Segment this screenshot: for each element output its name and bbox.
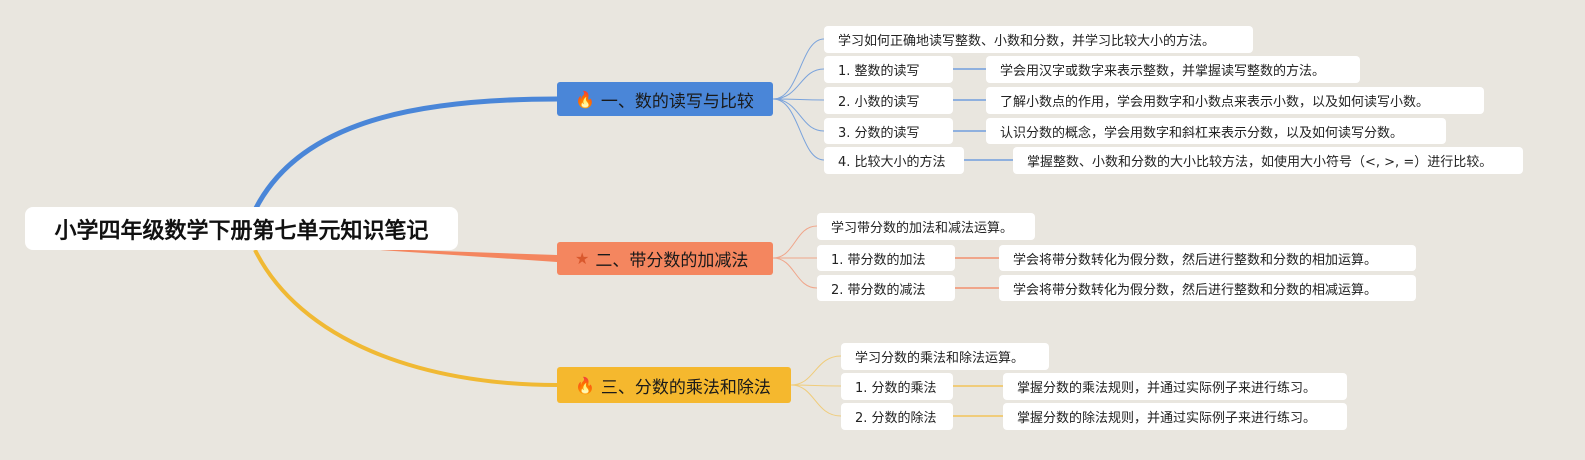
branch-3-item-1-desc[interactable]: 掌握分数的乘法规则，并通过实际例子来进行练习。	[1003, 373, 1347, 400]
fire-icon: 🔥	[575, 89, 595, 109]
branch-3-item-2[interactable]: 2. 分数的除法	[841, 403, 953, 430]
branch-3-item-2-desc[interactable]: 掌握分数的除法规则，并通过实际例子来进行练习。	[1003, 403, 1347, 430]
branch-2-item-1[interactable]: 1. 带分数的加法	[817, 245, 955, 271]
branch-2-item-2-desc[interactable]: 学会将带分数转化为假分数，然后进行整数和分数的相减运算。	[999, 275, 1416, 301]
root-topic[interactable]: 小学四年级数学下册第七单元知识笔记	[25, 207, 458, 250]
branch-1-topic[interactable]: 🔥 一、数的读写与比较	[557, 82, 773, 116]
branch-3-item-1[interactable]: 1. 分数的乘法	[841, 373, 953, 400]
branch-1-summary[interactable]: 学习如何正确地读写整数、小数和分数，并学习比较大小的方法。	[824, 26, 1253, 53]
branch-2-item-1-desc[interactable]: 学会将带分数转化为假分数，然后进行整数和分数的相加运算。	[999, 245, 1416, 271]
branch-title: 二、带分数的加减法	[595, 251, 749, 271]
branch-2-summary[interactable]: 学习带分数的加法和减法运算。	[817, 213, 1035, 240]
branch-1-item-2-desc[interactable]: 了解小数点的作用，学会用数字和小数点来表示小数，以及如何读写小数。	[986, 87, 1484, 114]
branch-3-summary[interactable]: 学习分数的乘法和除法运算。	[841, 343, 1049, 370]
branch-1-item-3-desc[interactable]: 认识分数的概念，学会用数字和斜杠来表示分数，以及如何读写分数。	[986, 118, 1446, 144]
branch-1-item-4[interactable]: 4. 比较大小的方法	[824, 147, 964, 174]
branch-title: 一、数的读写与比较	[600, 91, 754, 112]
branch-2-topic[interactable]: ★ 二、带分数的加减法	[557, 242, 773, 275]
branch-1-item-4-desc[interactable]: 掌握整数、小数和分数的大小比较方法，如使用大小符号（<, >, =）进行比较。	[1013, 147, 1523, 174]
branch-3-topic[interactable]: 🔥 三、分数的乘法和除法	[557, 367, 791, 403]
fire-icon: 🔥	[575, 375, 595, 395]
branch-title: 三、分数的乘法和除法	[600, 377, 771, 398]
branch-2-item-2[interactable]: 2. 带分数的减法	[817, 275, 955, 301]
branch-1-item-2[interactable]: 2. 小数的读写	[824, 87, 953, 114]
branch-1-item-1[interactable]: 1. 整数的读写	[824, 56, 953, 83]
branch-1-item-1-desc[interactable]: 学会用汉字或数字来表示整数，并掌握读写整数的方法。	[986, 56, 1360, 83]
branch-1-item-3[interactable]: 3. 分数的读写	[824, 118, 953, 144]
star-icon: ★	[575, 249, 590, 268]
